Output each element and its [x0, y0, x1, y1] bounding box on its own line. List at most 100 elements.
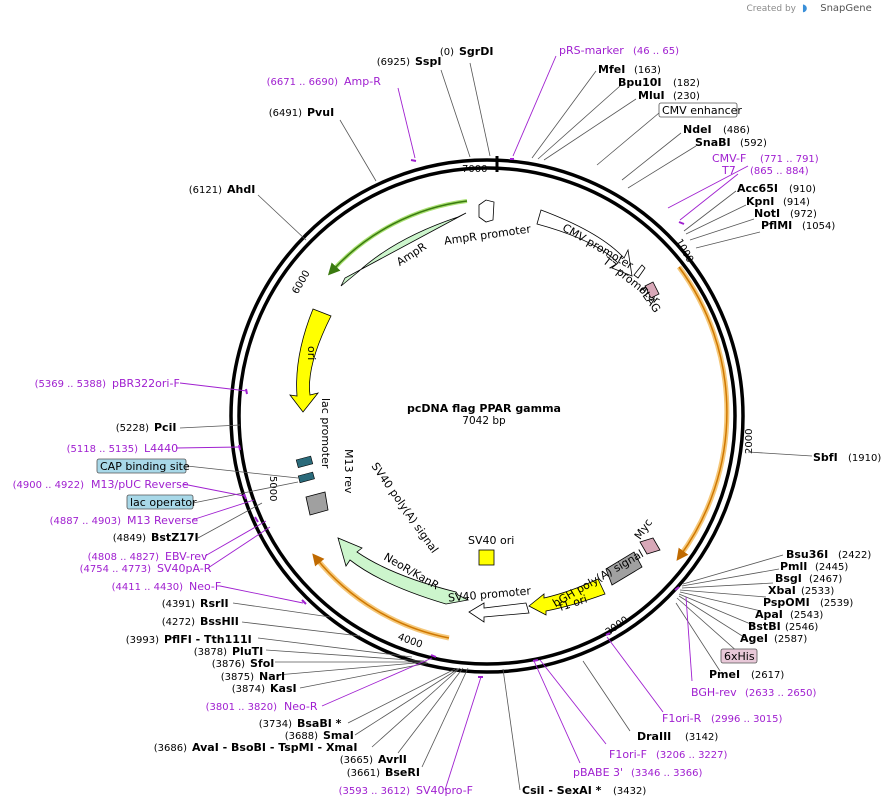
enzyme-label[interactable]: BstBI [748, 620, 781, 633]
feature-myc[interactable] [639, 537, 661, 555]
feature-flag[interactable] [644, 281, 660, 299]
feature-neor-kanr[interactable] [337, 537, 470, 605]
primer-range: (3801 .. 3820) [206, 702, 278, 713]
enzyme-label[interactable]: ApaI [755, 608, 783, 621]
enzyme-label[interactable]: SnaBI [695, 136, 731, 149]
enzyme-label[interactable]: SspI [415, 55, 441, 68]
primer-label[interactable]: SV40pA-R [157, 562, 212, 575]
enzyme-label[interactable]: BseRI [385, 766, 420, 779]
enzyme-label[interactable]: PflMI [761, 219, 792, 232]
primer-range: (3206 .. 3227) [656, 750, 728, 761]
feature-f1-ori[interactable] [528, 578, 606, 616]
enzyme-pos: (163) [634, 65, 661, 76]
primer-label[interactable]: T7 [721, 164, 736, 177]
snapgene-brand[interactable]: SnapGene [820, 3, 872, 14]
lac-operator-box[interactable] [126, 494, 194, 510]
feature-ampr-promoter-label: AmpR promoter [443, 222, 532, 247]
enzyme-label[interactable]: MfeI [598, 63, 625, 76]
primer-label[interactable]: L4440 [144, 442, 178, 455]
enzyme-pos: (2533) [801, 586, 834, 597]
primer-label[interactable]: Amp-R [344, 75, 381, 88]
enzyme-label[interactable]: AhdI [227, 183, 255, 196]
primer-label[interactable]: M13 Reverse [127, 514, 198, 527]
feature-sv40-ori[interactable] [478, 549, 495, 566]
enzyme-label[interactable]: PmeI [709, 668, 740, 681]
enzyme-pos: (1054) [802, 221, 835, 232]
primer-label[interactable]: F1ori-F [609, 748, 647, 761]
enzyme-pos: (2445) [815, 562, 848, 573]
enzyme-label[interactable]: PciI [154, 421, 176, 434]
primer-range: (46 .. 65) [633, 46, 679, 57]
primer-label[interactable]: F1ori-R [662, 712, 702, 725]
enzyme-label[interactable]: AvaI - BsoBI - TspMI - XmaI [192, 741, 357, 754]
cap-binding-site-box[interactable] [96, 458, 187, 474]
enzyme-pos: (2546) [785, 622, 818, 633]
tick-5000: 5000 [267, 476, 278, 501]
enzyme-pos: (6925) [377, 57, 410, 68]
primer-label[interactable]: BGH-rev [691, 686, 737, 699]
enzyme-label[interactable]: CsiI - SexAI * [522, 784, 602, 797]
primer-label[interactable]: Neo-F [189, 580, 221, 593]
plasmid-length: 7042 bp [462, 415, 506, 427]
enzyme-label[interactable]: KpnI [746, 195, 774, 208]
feature-lac-promoter-label: lac promoter [319, 398, 332, 469]
primer-range: (4900 .. 4922) [13, 480, 85, 491]
primer-label[interactable]: EBV-rev [165, 550, 208, 563]
enzyme-label[interactable]: AgeI [740, 632, 768, 645]
feature-lac-operator-mark[interactable] [297, 471, 315, 484]
feature-ori[interactable] [289, 308, 332, 413]
plasmid-name: pcDNA flag PPAR gamma [407, 402, 561, 415]
enzyme-label[interactable]: XbaI [768, 584, 796, 597]
enzyme-label[interactable]: DraIII [637, 730, 671, 743]
enzyme-label[interactable]: SgrDI [459, 45, 493, 58]
his-tag-box[interactable] [720, 648, 758, 664]
enzyme-label[interactable]: BsgI [775, 572, 802, 585]
backbone-outer [229, 158, 745, 674]
cmv-enhancer-box[interactable] [658, 102, 738, 118]
enzyme-label[interactable]: BssHII [200, 615, 239, 628]
ampr-orf-arc[interactable] [327, 200, 468, 276]
orf-arc-right[interactable] [676, 266, 728, 561]
primer-label[interactable]: M13/pUC Reverse [91, 478, 189, 491]
enzyme-label[interactable]: MluI [638, 89, 665, 102]
orf-arc-bottom[interactable] [312, 553, 450, 639]
enzyme-label[interactable]: Bsu36I [786, 548, 828, 561]
feature-ampr-promoter[interactable] [478, 199, 495, 223]
enzyme-label[interactable]: KasI [270, 682, 297, 695]
primer-label[interactable]: Neo-R [284, 700, 318, 713]
enzyme-label[interactable]: SfoI [250, 657, 274, 670]
enzyme-label[interactable]: AvrII [378, 753, 407, 766]
enzyme-label[interactable]: PvuI [307, 106, 334, 119]
enzyme-label[interactable]: NdeI [683, 123, 712, 136]
enzyme-label[interactable]: SbfI [813, 451, 838, 464]
enzyme-pos: (3432) [613, 786, 646, 797]
enzyme-label[interactable]: RsrII [200, 597, 229, 610]
feature-sv40-polya-left[interactable] [305, 491, 329, 516]
enzyme-pos: (4849) [113, 533, 146, 544]
primer-label[interactable]: SV40pro-F [416, 784, 473, 797]
primer-label[interactable]: pRS-marker [559, 44, 624, 57]
enzyme-pos: (3993) [126, 635, 159, 646]
primer-label[interactable]: CMV-F [712, 152, 746, 165]
feature-ampr[interactable] [340, 212, 467, 287]
primer-label[interactable]: pBR322ori-F [112, 377, 180, 390]
feature-t7-promoter[interactable] [633, 264, 646, 279]
primer-range: (4411 .. 4430) [112, 582, 184, 593]
enzyme-label[interactable]: BstZ17I [151, 531, 199, 544]
feature-cmv-promoter[interactable] [536, 209, 633, 277]
enzyme-label[interactable]: Bpu10I [618, 76, 662, 89]
enzyme-label[interactable]: PmlI [780, 560, 807, 573]
feature-bgh-polya[interactable] [605, 551, 643, 586]
enzyme-label[interactable]: PflFI - Tth111I [164, 633, 252, 646]
enzyme-label[interactable]: NotI [754, 207, 780, 220]
enzyme-label[interactable]: PspOMI [763, 596, 810, 609]
enzyme-label[interactable]: Acc65I [737, 182, 778, 195]
enzyme-label[interactable]: BsaBI * [297, 717, 342, 730]
enzyme-label[interactable]: NarI [259, 670, 285, 683]
enzyme-label[interactable]: PluTI [232, 645, 263, 658]
feature-cap-site-mark[interactable] [295, 455, 314, 469]
enzyme-label[interactable]: SmaI [323, 729, 354, 742]
feature-sv40-promoter[interactable] [468, 602, 530, 623]
primer-label[interactable]: pBABE 3' [573, 766, 623, 779]
cap-binding-site-label: CAP binding site [100, 460, 190, 473]
